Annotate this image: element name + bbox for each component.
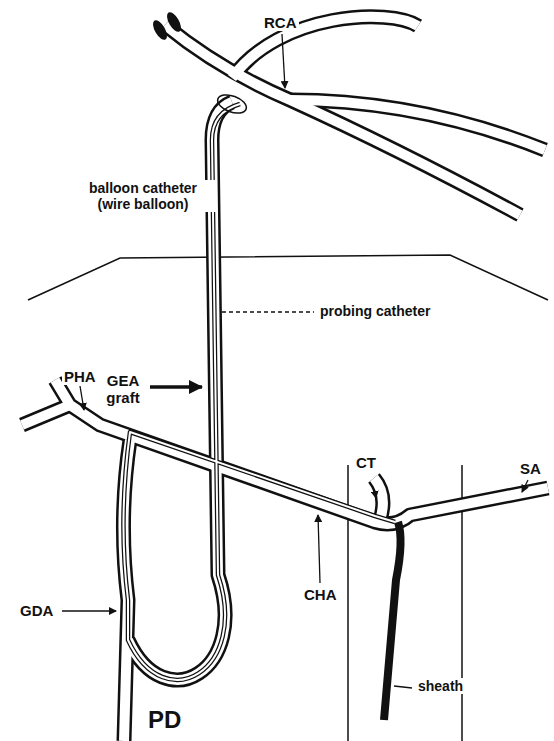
catheter-label: balloon catheter (wire balloon) xyxy=(70,180,216,212)
plaque xyxy=(150,18,170,42)
plaque xyxy=(164,10,184,34)
balloon xyxy=(215,91,249,116)
vessel-label: GDA xyxy=(18,602,55,619)
diaphragm-line xyxy=(28,255,548,300)
vessel-label: CT xyxy=(354,454,378,471)
vessel-label: SA xyxy=(518,460,543,477)
sheath-label: sheath xyxy=(416,678,465,694)
leader-lines xyxy=(62,34,528,688)
vessel-label: PHA xyxy=(62,368,98,385)
vessel-label: CHA xyxy=(302,586,339,603)
sheath xyxy=(384,522,401,720)
graft-label: GEA graft xyxy=(96,372,150,407)
vessel-label: PD xyxy=(146,706,183,734)
vessels xyxy=(22,17,548,741)
catheter-label: probing catheter xyxy=(318,303,432,319)
vessel-label: RCA xyxy=(262,14,299,31)
